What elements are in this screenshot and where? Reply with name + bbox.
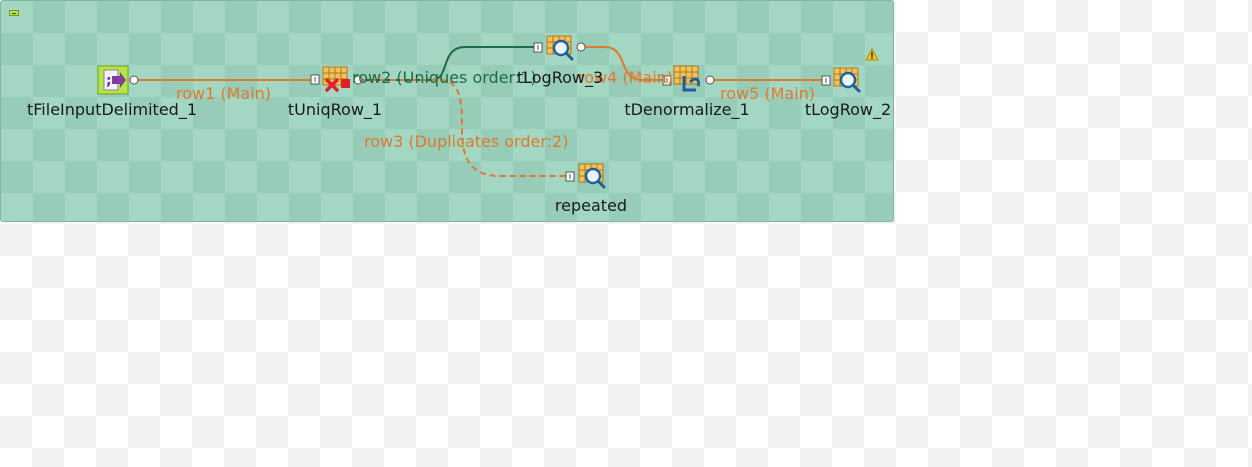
repeated-icon (578, 163, 606, 189)
subjob-container[interactable] (0, 0, 894, 222)
component-label-denormalize[interactable]: tDenormalize_1 (624, 100, 750, 119)
link-label-row1[interactable]: row1 (Main) (176, 84, 272, 103)
link-label-row4[interactable]: row4 (Main) (578, 68, 674, 87)
link-row3 (360, 79, 566, 177)
link-row4 (583, 46, 663, 81)
log-row-3-out-port (576, 42, 586, 52)
uniq-row-badge (341, 79, 350, 88)
svg-text:;: ; (106, 73, 112, 89)
log-row-3-in-port (533, 42, 543, 53)
file-input-out-port (129, 75, 139, 85)
link-label-row3[interactable]: row3 (Duplicates order:2) (364, 132, 569, 151)
component-label-file-input[interactable]: tFileInputDelimited_1 (26, 100, 198, 119)
subjob-collapse-icon[interactable] (9, 10, 19, 16)
repeated-in-port (565, 171, 575, 182)
component-label-uniq-row[interactable]: tUniqRow_1 (287, 100, 383, 119)
component-label-repeated[interactable]: repeated (554, 196, 628, 215)
file-input-delimited-icon: ; (97, 65, 129, 95)
denormalize-icon (673, 65, 700, 92)
uniq-row-in-port (310, 74, 320, 85)
component-label-log-row-2[interactable]: tLogRow_2 (804, 100, 892, 119)
component-label-log-row-3[interactable]: tLogRow_3 (516, 68, 604, 87)
log-row-3-icon (546, 35, 574, 61)
uniq-row-icon (322, 66, 348, 92)
link-label-row2[interactable]: row2 (Uniques order:1) (352, 68, 537, 87)
log-row-2-icon (833, 67, 861, 93)
warning-icon (865, 47, 879, 61)
denormalize-out-port (705, 75, 715, 85)
log-row-2-in-port (821, 75, 831, 86)
link-label-row5[interactable]: row5 (Main) (720, 84, 816, 103)
